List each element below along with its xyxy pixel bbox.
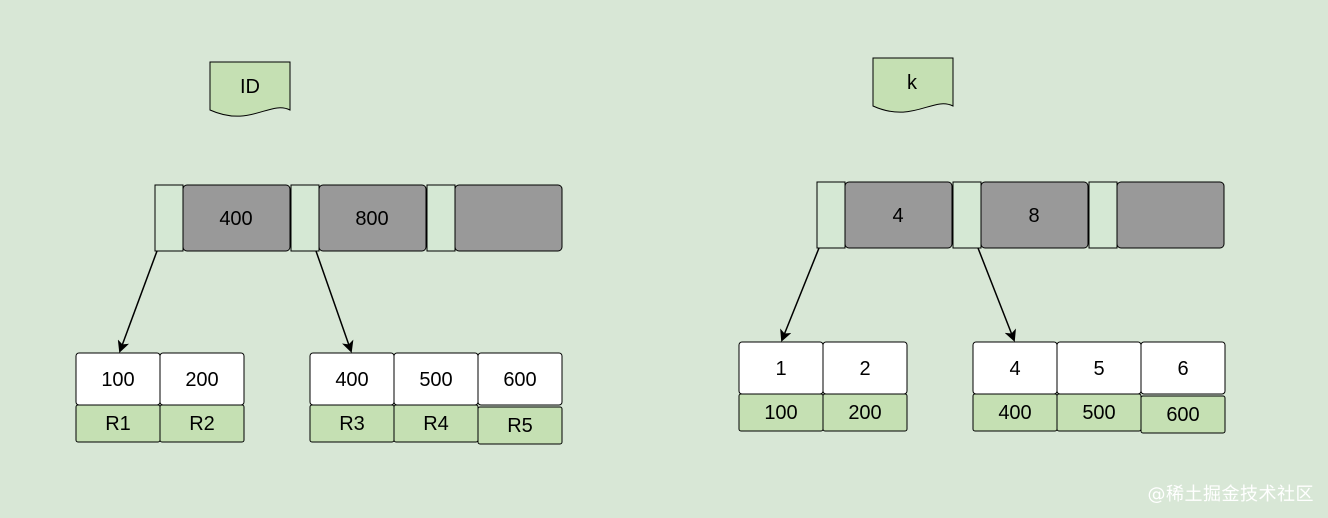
leaf-key-label: 200 <box>185 369 218 391</box>
leaf-value-label: 200 <box>848 402 881 424</box>
key-cell <box>844 181 953 249</box>
leaf-node: 1 2 100 200 <box>738 341 908 432</box>
right-tree: k 4 8 1 2 100 200 4 5 <box>738 57 1226 434</box>
pointer-slot <box>952 181 982 249</box>
leaf-key-cell <box>477 352 563 406</box>
pointer-arrow <box>780 247 820 342</box>
leaf-key-label: 500 <box>419 369 452 391</box>
index-tag-k: k <box>872 57 954 113</box>
pointer-slot <box>290 184 320 252</box>
leaf-value-label: 100 <box>764 402 797 424</box>
root-node: 400 800 <box>154 184 563 252</box>
leaf-key-label: 2 <box>859 358 870 380</box>
leaf-key-label: 5 <box>1093 358 1104 380</box>
key-cell <box>182 184 291 252</box>
key-label: 4 <box>892 205 903 227</box>
leaf-value-cell <box>1140 395 1226 434</box>
leaf-key-label: 600 <box>503 369 536 391</box>
key-cell <box>454 184 563 252</box>
pointer-arrow <box>117 250 158 353</box>
tag-label: k <box>907 72 918 94</box>
leaf-value-label: 600 <box>1166 404 1199 426</box>
leaf-value-cell <box>477 406 563 445</box>
leaf-value-label: R3 <box>339 413 365 435</box>
leaf-key-label: 6 <box>1177 358 1188 380</box>
pointer-slot <box>426 184 456 252</box>
key-label: 400 <box>219 208 252 230</box>
pointer-arrow <box>977 247 1016 342</box>
leaf-key-label: 4 <box>1009 358 1020 380</box>
root-node: 4 8 <box>816 181 1225 249</box>
leaf-value-cell <box>822 393 908 432</box>
pointer-slot <box>816 181 846 249</box>
leaf-value-label: R5 <box>507 415 533 437</box>
key-cell <box>318 184 427 252</box>
pointer-arrow <box>315 250 354 353</box>
watermark: @稀土掘金技术社区 <box>1147 484 1314 505</box>
leaf-node: 100 200 R1 R2 <box>75 352 245 443</box>
leaf-node: 4 5 6 400 500 600 <box>972 341 1226 434</box>
leaf-key-label: 400 <box>335 369 368 391</box>
leaf-value-label: 400 <box>998 402 1031 424</box>
leaf-value-label: R4 <box>423 413 449 435</box>
leaf-value-label: R1 <box>105 413 131 435</box>
key-cell <box>1116 181 1225 249</box>
leaf-value-cell <box>159 404 245 443</box>
pointer-slot <box>1088 181 1118 249</box>
key-label: 8 <box>1028 205 1039 227</box>
key-cell <box>980 181 1089 249</box>
leaf-value-label: R2 <box>189 413 215 435</box>
leaf-key-label: 100 <box>101 369 134 391</box>
index-tag-id: ID <box>209 61 291 117</box>
leaf-key-cell <box>1140 341 1226 395</box>
leaf-node: 400 500 600 R3 R4 R5 <box>309 352 563 445</box>
leaf-key-label: 1 <box>775 358 786 380</box>
pointer-slot <box>154 184 184 252</box>
left-tree: ID 400 800 100 200 R1 R2 400 <box>75 61 563 445</box>
key-label: 800 <box>355 208 388 230</box>
leaf-value-label: 500 <box>1082 402 1115 424</box>
tag-label: ID <box>240 76 260 98</box>
